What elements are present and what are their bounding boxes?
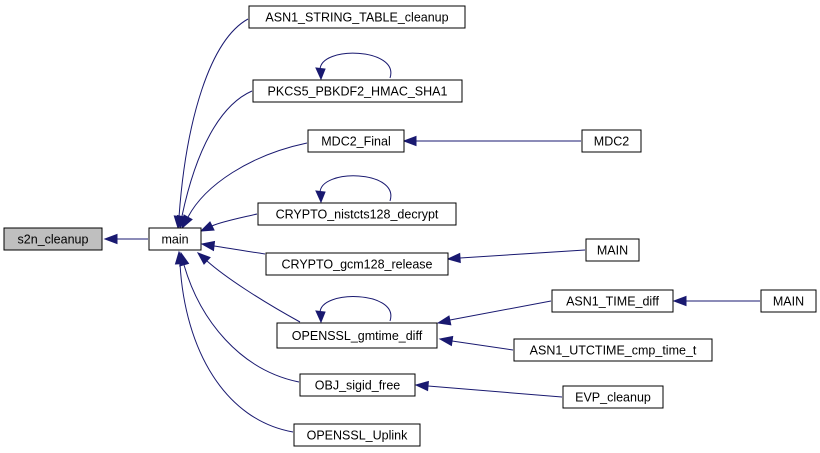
node-openssl-gmtime-diff[interactable]: OPENSSL_gmtime_diff [276, 322, 438, 349]
node-label: CRYPTO_nistcts128_decrypt [276, 208, 439, 222]
node-crypto-gcm128-release[interactable]: CRYPTO_gcm128_release [265, 252, 449, 276]
node-evp-cleanup[interactable]: EVP_cleanup [562, 385, 664, 409]
node-s2n-cleanup[interactable]: s2n_cleanup [3, 227, 103, 251]
edge-asn1_string_table_cleanup-to-main [173, 18, 249, 230]
node-main[interactable]: main [148, 227, 202, 251]
node-label: main [161, 233, 188, 247]
node-asn1-string-table-cleanup[interactable]: ASN1_STRING_TABLE_cleanup [248, 5, 466, 29]
node-label: OPENSSL_Uplink [307, 429, 408, 443]
edge-openssl_gmtime_diff-to-main [196, 252, 301, 323]
edge-main_upper_1-to-crypto_gcm128_release [446, 249, 586, 264]
node-label: ASN1_UTCTIME_cmp_time_t [530, 344, 697, 358]
node-openssl-uplink[interactable]: OPENSSL_Uplink [293, 423, 421, 447]
edge-mdc2-to-mdc2_final [402, 135, 581, 147]
edge-pkcs5_pbkdf2_hmac_sha1-to-main [176, 90, 253, 230]
node-label: EVP_cleanup [575, 391, 651, 405]
node-asn1-time-diff[interactable]: ASN1_TIME_diff [551, 289, 674, 313]
node-mdc2-final[interactable]: MDC2_Final [307, 129, 405, 153]
edge-openssl_uplink-to-main [174, 250, 294, 433]
edge-openssl_gmtime_diff-self-loop [315, 296, 392, 324]
node-mdc2[interactable]: MDC2 [581, 129, 642, 153]
node-pkcs5-pbkdf2-hmac-sha1[interactable]: PKCS5_PBKDF2_HMAC_SHA1 [252, 79, 463, 103]
node-label: s2n_cleanup [18, 233, 89, 247]
node-obj-sigid-free[interactable]: OBJ_sigid_free [299, 373, 416, 397]
edge-pkcs5_pbkdf2_hmac_sha1-self-loop [315, 52, 392, 81]
node-label: ASN1_STRING_TABLE_cleanup [265, 11, 448, 25]
node-main-upper-1[interactable]: MAIN [585, 238, 640, 262]
node-asn1-utctime-cmp-time-t[interactable]: ASN1_UTCTIME_cmp_time_t [513, 338, 713, 362]
node-label: CRYPTO_gcm128_release [281, 258, 432, 272]
edge-evp_cleanup-to-obj_sigid_free [414, 380, 563, 398]
edge-crypto_gcm128_release-to-main [200, 240, 266, 255]
node-label: MDC2 [594, 135, 629, 149]
node-label: ASN1_TIME_diff [566, 295, 659, 309]
node-main-upper-2[interactable]: MAIN [760, 289, 817, 313]
edge-asn1_time_diff-to-openssl_gmtime_diff [436, 300, 552, 326]
edge-mdc2_final-to-main [181, 142, 308, 230]
edge-crypto_nistcts128_decrypt-self-loop [315, 175, 392, 204]
node-crypto-nistcts128-decrypt[interactable]: CRYPTO_nistcts128_decrypt [257, 202, 457, 226]
node-label: OPENSSL_gmtime_diff [292, 329, 423, 343]
edge-main-to-s2n_cleanup [103, 233, 148, 245]
edge-asn1_utctime_cmp_time_t-to-openssl_gmtime_diff [438, 335, 514, 351]
node-label: MAIN [773, 295, 804, 309]
node-label: MDC2_Final [321, 135, 390, 149]
node-label: MAIN [597, 244, 628, 258]
edge-crypto_nistcts128_decrypt-to-main [199, 213, 258, 232]
node-label: PKCS5_PBKDF2_HMAC_SHA1 [268, 85, 448, 99]
node-label: OBJ_sigid_free [315, 379, 401, 393]
edge-main_upper_2-to-asn1_time_diff [672, 295, 760, 307]
